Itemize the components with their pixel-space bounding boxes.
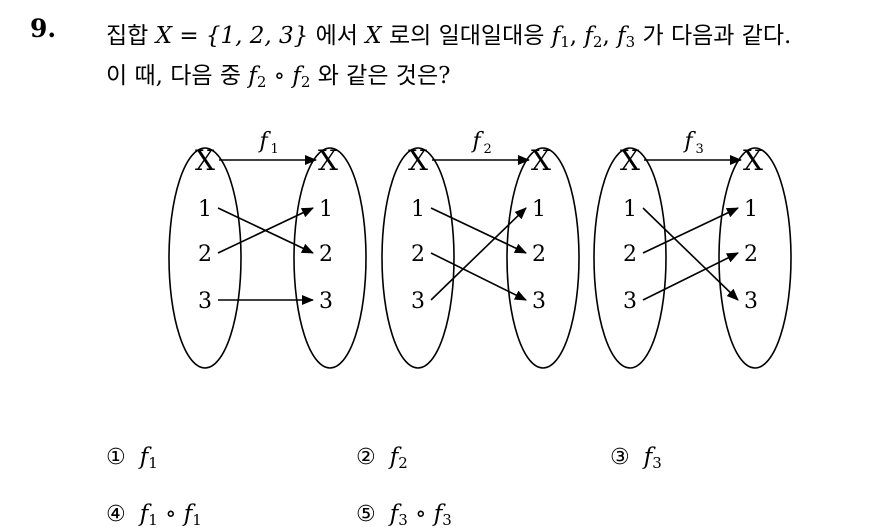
set-label-codomain: X [743, 144, 763, 177]
domain-element: 3 [623, 289, 637, 314]
function-label: f [258, 129, 272, 154]
domain-element: 3 [198, 289, 212, 314]
set-label-domain: X [620, 144, 640, 177]
mapping-arrow [217, 207, 314, 254]
codomain-element: 2 [744, 242, 758, 267]
set-definition: X = {1, 2, 3} [155, 23, 309, 49]
choice-expression: f3 ∘ f3 [389, 501, 452, 529]
mapping-arrow [642, 252, 739, 301]
function-label-sub: 2 [484, 142, 492, 157]
question-line-1: 집합 X = {1, 2, 3} 에서 X 로의 일대일대응 f1, f2, f… [106, 16, 791, 51]
codomain-element: 3 [532, 289, 546, 314]
codomain-ellipse [293, 147, 367, 369]
domain-element: 1 [623, 197, 637, 222]
domain-ellipse [593, 147, 667, 369]
mapping-arrow [430, 207, 527, 254]
codomain-element: 2 [532, 242, 546, 267]
codomain-ellipse [506, 147, 580, 369]
text: 이 때, 다음 중 [106, 63, 249, 89]
codomain-element: 2 [319, 242, 333, 267]
question-number: 9. [30, 14, 57, 43]
codomain-element: 3 [744, 289, 758, 314]
answer-choice-3[interactable]: ③ f3 [610, 444, 662, 472]
mapping-arrow [430, 252, 527, 301]
mapping-arrow [642, 207, 739, 254]
choice-marker: ② [356, 445, 376, 470]
set-label-codomain: X [531, 144, 551, 177]
choice-marker: ⑤ [356, 502, 376, 527]
codomain-element: 1 [532, 197, 546, 222]
func-f1: f1 [551, 23, 570, 51]
set-label-domain: X [408, 144, 428, 177]
domain-ellipse [168, 147, 242, 369]
mapping-arrow [430, 207, 527, 301]
codomain-element: 1 [319, 197, 333, 222]
separator: , [569, 23, 585, 49]
choice-expression: f2 [389, 444, 408, 472]
domain-ellipse [381, 147, 455, 369]
domain-element: 2 [198, 242, 212, 267]
answer-choice-1[interactable]: ① f1 [106, 444, 158, 472]
domain-element: 2 [411, 242, 425, 267]
choice-expression: f1 [139, 444, 158, 472]
func-f2: f2 [584, 23, 603, 51]
function-label: f [683, 129, 697, 154]
codomain-element: 3 [319, 289, 333, 314]
domain-element: 1 [411, 197, 425, 222]
text: 와 같은 것은? [310, 63, 451, 89]
domain-element: 1 [198, 197, 212, 222]
answer-choice-2[interactable]: ② f2 [356, 444, 408, 472]
function-label-sub: 3 [696, 142, 704, 157]
text: 집합 [106, 23, 156, 49]
choice-marker: ④ [106, 502, 126, 527]
choice-expression: f3 [643, 444, 662, 472]
codomain-ellipse [718, 147, 792, 369]
composition: f2 ∘ f2 [248, 63, 311, 91]
text: 로의 일대일대응 [381, 23, 552, 49]
text: 에서 [308, 23, 366, 49]
set-label-codomain: X [318, 144, 338, 177]
set-symbol: X [365, 23, 382, 49]
text: 가 다음과 같다. [635, 23, 792, 49]
mapping-arrow [642, 207, 739, 301]
choice-marker: ① [106, 445, 126, 470]
choice-expression: f1 ∘ f1 [139, 501, 202, 529]
codomain-element: 1 [744, 197, 758, 222]
domain-element: 2 [623, 242, 637, 267]
separator: , [602, 23, 618, 49]
set-label-domain: X [195, 144, 215, 177]
answer-choice-4[interactable]: ④ f1 ∘ f1 [106, 501, 202, 529]
function-label: f [471, 129, 485, 154]
domain-element: 3 [411, 289, 425, 314]
func-f3: f3 [617, 23, 636, 51]
choice-marker: ③ [610, 445, 630, 470]
answer-choice-5[interactable]: ⑤ f3 ∘ f3 [356, 501, 452, 529]
function-label-sub: 1 [271, 142, 279, 157]
question-line-2: 이 때, 다음 중 f2 ∘ f2 와 같은 것은? [106, 56, 450, 91]
